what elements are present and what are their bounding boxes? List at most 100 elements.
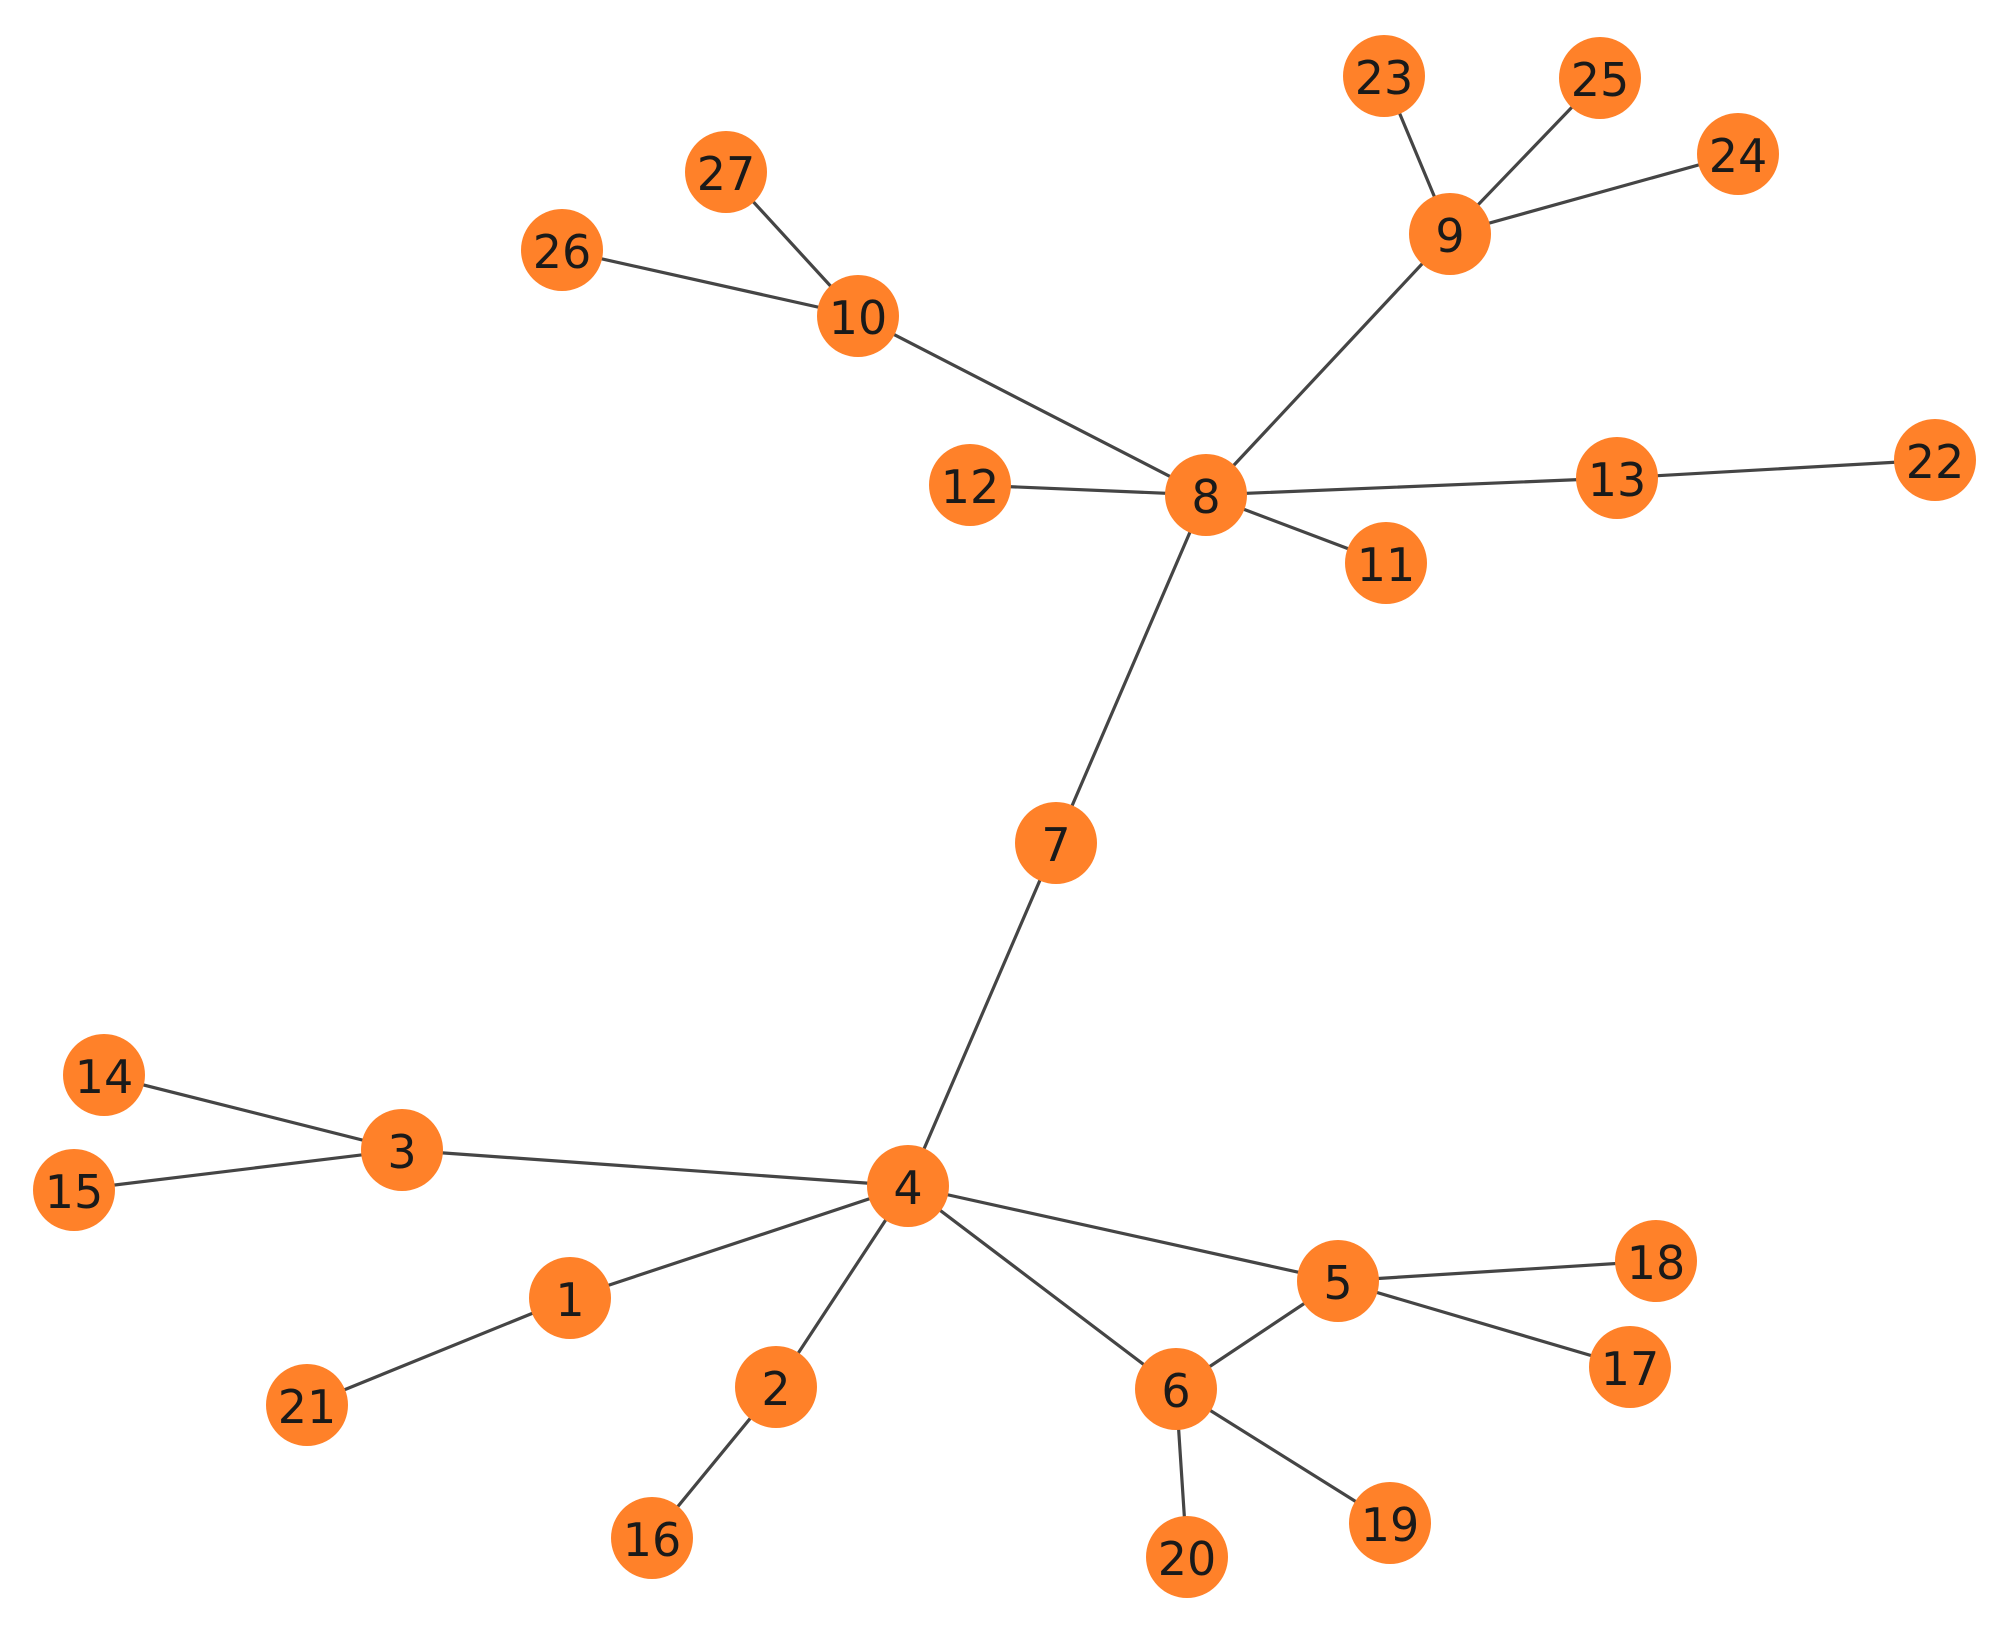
node-circle [1589,1326,1671,1408]
node-label: 7 [1041,818,1070,872]
edge-4-7 [906,841,1058,1188]
node-label: 2 [761,1362,790,1416]
edge-1-21 [305,1296,572,1407]
node-circle [1559,37,1641,119]
edge-8-10 [856,314,1208,497]
node-13: 13 [1576,437,1658,519]
node-circle [1409,193,1491,275]
node-circle [1697,113,1779,195]
edge-8-13 [1204,476,1619,497]
node-circle [611,1497,693,1579]
node-label: 10 [829,291,888,345]
node-21: 21 [266,1364,348,1446]
node-19: 19 [1349,1482,1431,1564]
node-10: 10 [817,275,899,357]
node-label: 4 [893,1161,922,1215]
node-label: 21 [278,1380,337,1434]
graph-edges [72,74,1937,1559]
node-label: 15 [45,1165,104,1219]
node-label: 26 [533,225,592,279]
node-label: 20 [1158,1532,1217,1586]
node-1: 1 [529,1257,611,1339]
node-label: 6 [1161,1364,1190,1418]
node-label: 16 [623,1513,682,1567]
edge-3-14 [102,1073,404,1152]
edge-13-22 [1615,458,1937,480]
node-15: 15 [33,1149,115,1231]
node-circle [817,275,899,357]
node-label: 11 [1357,538,1416,592]
node-circle [1135,1348,1217,1430]
node-23: 23 [1343,35,1425,117]
edge-7-8 [1054,493,1208,845]
node-circle [521,209,603,291]
node-label: 23 [1355,51,1414,105]
node-24: 24 [1697,113,1779,195]
node-circle [1615,1220,1697,1302]
node-circle [33,1149,115,1231]
edge-10-26 [560,248,860,318]
node-11: 11 [1345,522,1427,604]
node-12: 12 [929,444,1011,526]
node-label: 13 [1588,453,1647,507]
node-label: 25 [1571,53,1630,107]
node-label: 14 [75,1050,134,1104]
node-14: 14 [63,1034,145,1116]
node-label: 17 [1601,1342,1660,1396]
edge-5-18 [1336,1259,1658,1283]
node-circle [63,1034,145,1116]
node-circle [1015,802,1097,884]
node-circle [1894,419,1976,501]
node-label: 24 [1709,129,1768,183]
edge-4-1 [568,1184,910,1300]
node-7: 7 [1015,802,1097,884]
node-circle [867,1145,949,1227]
node-circle [1343,35,1425,117]
node-circle [1345,522,1427,604]
node-5: 5 [1297,1240,1379,1322]
node-circle [1349,1482,1431,1564]
edge-8-9 [1204,232,1452,497]
node-25: 25 [1559,37,1641,119]
node-26: 26 [521,209,603,291]
node-18: 18 [1615,1220,1697,1302]
node-8: 8 [1165,454,1247,536]
edge-3-15 [72,1148,404,1192]
node-circle [1165,454,1247,536]
node-circle [685,131,767,213]
edge-6-19 [1174,1387,1392,1525]
node-circle [1297,1240,1379,1322]
node-circle [1576,437,1658,519]
node-label: 3 [387,1125,416,1179]
edge-9-24 [1448,152,1740,236]
node-circle [266,1364,348,1446]
node-circle [735,1346,817,1428]
node-label: 12 [941,460,1000,514]
node-label: 22 [1906,435,1965,489]
node-label: 5 [1323,1256,1352,1310]
edge-4-3 [400,1148,910,1188]
node-17: 17 [1589,1326,1671,1408]
node-label: 9 [1435,209,1464,263]
node-20: 20 [1146,1516,1228,1598]
node-label: 19 [1361,1498,1420,1552]
node-9: 9 [1409,193,1491,275]
node-2: 2 [735,1346,817,1428]
node-label: 8 [1191,470,1220,524]
edge-4-5 [906,1184,1340,1283]
edge-4-6 [906,1184,1178,1391]
node-label: 18 [1627,1236,1686,1290]
node-label: 27 [697,147,756,201]
node-6: 6 [1135,1348,1217,1430]
node-4: 4 [867,1145,949,1227]
node-22: 22 [1894,419,1976,501]
node-3: 3 [361,1109,443,1191]
node-16: 16 [611,1497,693,1579]
node-27: 27 [685,131,767,213]
node-circle [361,1109,443,1191]
node-circle [929,444,1011,526]
node-label: 1 [555,1273,584,1327]
edge-5-17 [1336,1279,1632,1369]
